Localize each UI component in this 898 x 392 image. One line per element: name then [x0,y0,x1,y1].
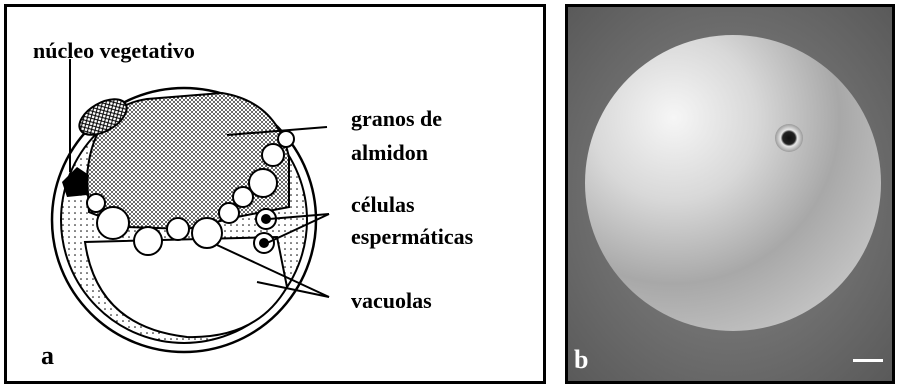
vacuole-bubble [219,203,239,223]
label-starch-line2: almidon [351,141,428,165]
germination-pore [775,124,803,152]
panel-b-micrograph: b [565,4,895,384]
panel-a-diagram: núcleo vegetativo granos de almidon célu… [4,4,546,384]
vacuole-bubble [134,227,162,255]
panel-b-letter: b [574,345,588,375]
vacuole-bubble [192,218,222,248]
label-sperm-line1: células [351,193,415,217]
vacuole-bubble [167,218,189,240]
scale-bar [853,359,883,362]
vacuole-bubble [278,131,294,147]
label-vacuoles: vacuolas [351,289,432,313]
label-sperm-line2: espermáticas [351,225,473,249]
vacuole-bubble [249,169,277,197]
sem-image [568,7,892,381]
vacuole-bubble [97,207,129,239]
pollen-sphere [585,35,881,331]
vacuole-bubble [87,194,105,212]
vacuole-bubble [262,144,284,166]
label-starch-line1: granos de [351,107,442,131]
label-vegetative-nucleus: núcleo vegetativo [33,39,195,63]
panel-a-letter: a [41,341,54,371]
